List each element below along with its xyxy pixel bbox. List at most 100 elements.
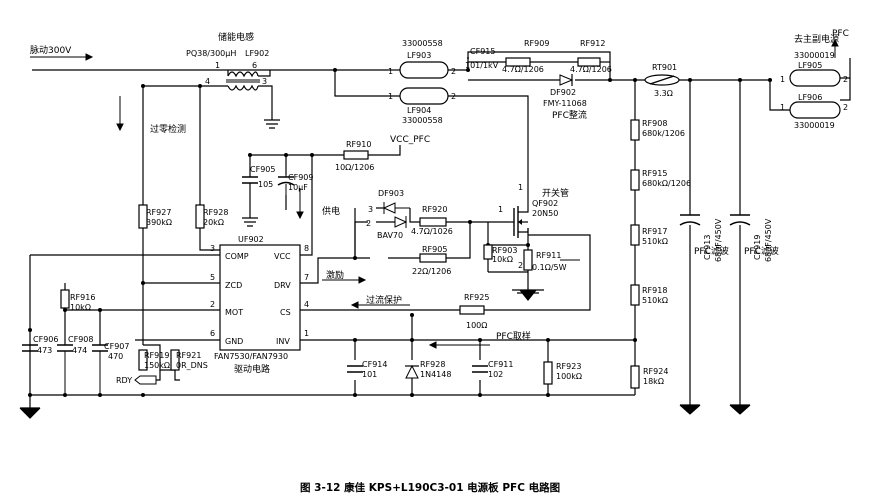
cf906-ref: CF906: [33, 335, 58, 344]
rf928-value: 20kΩ: [203, 218, 224, 227]
ferrite-lf906: [789, 101, 841, 119]
mosfet-qf902: [513, 190, 529, 238]
input-300v-label: 脉动300V: [30, 44, 72, 56]
rdy-label: RDY: [116, 376, 132, 385]
rf927-value: 390kΩ: [146, 218, 172, 227]
rt901-ref: RT901: [652, 63, 677, 72]
rf908-value: 680k/1206: [642, 129, 685, 138]
ic-pin-name: ZCD: [225, 281, 242, 290]
capacitor-cf911: [472, 365, 488, 373]
thermistor-rt901: [644, 74, 680, 86]
rf905-value: 22Ω/1206: [412, 267, 451, 276]
resistor-rf916: [60, 289, 70, 309]
pin-label: 3: [368, 205, 373, 214]
pin-label: 2: [843, 103, 848, 112]
ic-function-label: 驱动电路: [234, 363, 270, 375]
resistor-rf909: [505, 57, 531, 67]
ic-uf902: [219, 244, 301, 351]
inductor-title: 储能电感: [218, 31, 254, 43]
pfc-rectifier-label: PFC整流: [552, 109, 587, 121]
storage-inductor: [226, 71, 260, 91]
capacitor-cf909: [277, 175, 295, 195]
figure-caption: 图 3-12 康佳 KPS+L190C3-01 电源板 PFC 电路图: [300, 481, 560, 494]
pin-label: 4: [205, 77, 210, 86]
resistor-rf923: [543, 361, 553, 385]
resistor-rf927: [138, 204, 148, 229]
lf904-ref: LF904: [407, 106, 431, 115]
rf916-value: 10kΩ: [70, 303, 91, 312]
ic-pin-number: 5: [210, 273, 215, 282]
ic-model: FAN7530/FAN7930: [214, 352, 288, 361]
capacitor-cf913: [679, 214, 701, 226]
wires: [29, 51, 851, 408]
ic-pin-number: 4: [304, 300, 309, 309]
diode-df902: [559, 74, 574, 86]
ic-pin-number: 3: [210, 244, 215, 253]
df902-value: FMY-11068: [543, 99, 587, 108]
pin-label: 1: [388, 67, 393, 76]
lf906-part: 33000019: [794, 121, 835, 130]
diode-rf928-1n4148: [405, 364, 419, 379]
pin-label: 6: [252, 61, 257, 70]
ic-pin-name: COMP: [225, 252, 249, 261]
pin-label: 1: [780, 75, 785, 84]
cf919-value: 68μF/450V: [764, 218, 773, 262]
ground-symbols: [19, 119, 751, 419]
rf912-value: 4.7Ω/1206: [570, 65, 612, 74]
resistor-rf920: [419, 217, 447, 227]
capacitor-cf914: [347, 365, 363, 373]
df902-ref: DF902: [550, 88, 576, 97]
cf915-ref: CF915: [470, 47, 495, 56]
excite-note: 激励: [326, 269, 344, 281]
switch-label: 开关管: [542, 187, 569, 199]
rf910-ref: RF910: [346, 140, 371, 149]
cf907-ref: CF907: [104, 342, 129, 351]
rf923-value: 100kΩ: [556, 372, 582, 381]
inductor-part: PQ38/300μH: [186, 49, 236, 58]
cf914-ref: CF914: [362, 360, 387, 369]
rf920-value: 4.7Ω/1026: [411, 227, 453, 236]
capacitor-cf905: [242, 175, 258, 195]
pin-label: 1: [518, 183, 523, 192]
rf915-value: 680kΩ/1206: [642, 179, 691, 188]
ic-pin-number: 7: [304, 273, 309, 282]
resistor-rf903: [483, 244, 493, 260]
rf916-ref: RF916: [70, 293, 95, 302]
capacitor-cf907: [92, 344, 108, 395]
pin-label: 1: [388, 92, 393, 101]
ic-pin-number: 8: [304, 244, 309, 253]
rf910-value: 10Ω/1206: [335, 163, 374, 172]
rf918-value: 510kΩ: [642, 296, 668, 305]
pfc-filter-label-1: PFC滤波: [694, 245, 729, 257]
cf909-value: 10μF: [288, 183, 308, 192]
ic-pin-name: DRV: [274, 281, 291, 290]
resistor-rf905: [419, 253, 447, 263]
ic-pin-name: VCC: [274, 252, 291, 261]
cf913-value: 68μF/450V: [714, 218, 723, 262]
junction-dots: [28, 68, 772, 397]
cf915-value-visible: 101/1kV: [465, 61, 499, 70]
resistor-rf908: [630, 119, 640, 141]
ferrite-lf904: [399, 87, 449, 105]
cf911-value: 102: [488, 370, 503, 379]
rt901-value: 3.3Ω: [654, 89, 673, 98]
rf924-value: 18kΩ: [643, 377, 664, 386]
pin-label: 2: [843, 75, 848, 84]
inductor-ref: LF902: [245, 49, 269, 58]
cf908-value: 474: [72, 346, 87, 355]
lf905-part: 33000019: [794, 51, 835, 60]
lf905-ref: LF905: [798, 61, 822, 70]
lf904-part: 33000558: [402, 116, 443, 125]
pin-label: 3: [262, 77, 267, 86]
ic-pin-name: CS: [280, 308, 291, 317]
arrows: [30, 38, 839, 349]
cf911-ref: CF911: [488, 360, 513, 369]
rf921-value: 0R_DNS: [176, 361, 208, 370]
pfc-filter-label-2: PFC滤波: [744, 245, 779, 257]
to-main-label: 去主副电源: [794, 33, 839, 45]
pfc-output-label: PFC: [832, 29, 849, 39]
resistor-rf928: [195, 204, 205, 229]
ic-pin-name: GND: [225, 337, 243, 346]
ic-pin-number: 2: [210, 300, 215, 309]
cf906-value: 473: [37, 346, 52, 355]
